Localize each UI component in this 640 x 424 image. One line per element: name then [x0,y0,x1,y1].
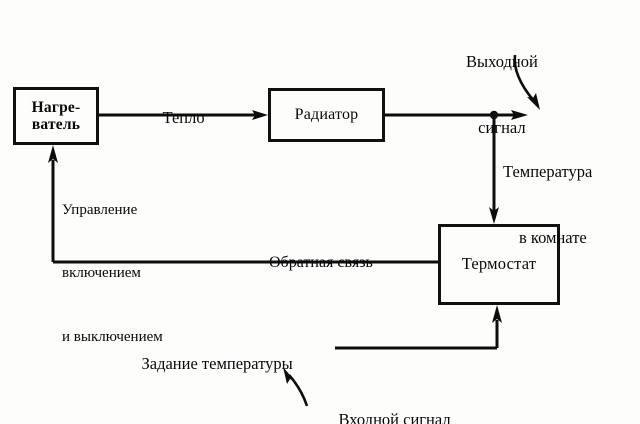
label-temperature-setting: Задание температуры [125,334,293,393]
connector-thermostat-feedback-to-heater [48,145,438,264]
connector-junction-to-thermostat [489,115,499,224]
label-feedback: Обратная связь [253,234,373,292]
block-radiator: Радиатор [268,88,385,142]
connector-setpoint-to-thermostat [335,305,502,350]
label-output-signal-line1: Выходной [466,51,538,71]
connector-heater-to-radiator [99,110,268,120]
block-thermostat-label: Термостат [461,254,537,274]
label-onoff-control-line2: включением [62,265,141,282]
label-output-signal-line2: сигнал [478,118,526,138]
block-radiator-label: Радиатор [294,106,359,124]
label-output-signal: Выходной сигнал [466,6,538,184]
label-room-temperature-line1: Температура [503,161,593,181]
label-feedback-text: Обратная связь [269,254,373,272]
block-heater: Нагре- ватель [13,87,99,145]
callout-arrow-output-signal [513,54,540,110]
label-onoff-control-line3: и выключением [62,329,163,346]
label-onoff-control: Управление включением и выключением [62,157,163,391]
callout-arrow-input-signal [283,367,309,407]
label-input-signal-text: Входной сигнал [338,409,451,424]
block-heater-label-line1: Нагре- [31,98,81,116]
label-temperature-setting-text: Задание температуры [141,353,293,373]
label-heat-text: Тепло [162,107,205,127]
label-room-temperature-line2: в комнате [519,228,587,248]
label-heat: Тепло [146,88,205,147]
label-room-temperature: Температура в комнате [503,116,592,294]
block-heater-label-line2: ватель [31,116,81,133]
label-onoff-control-line1: Управление [62,201,138,218]
label-input-signal: Входной сигнал [322,390,451,424]
block-thermostat: Термостат [438,224,560,305]
